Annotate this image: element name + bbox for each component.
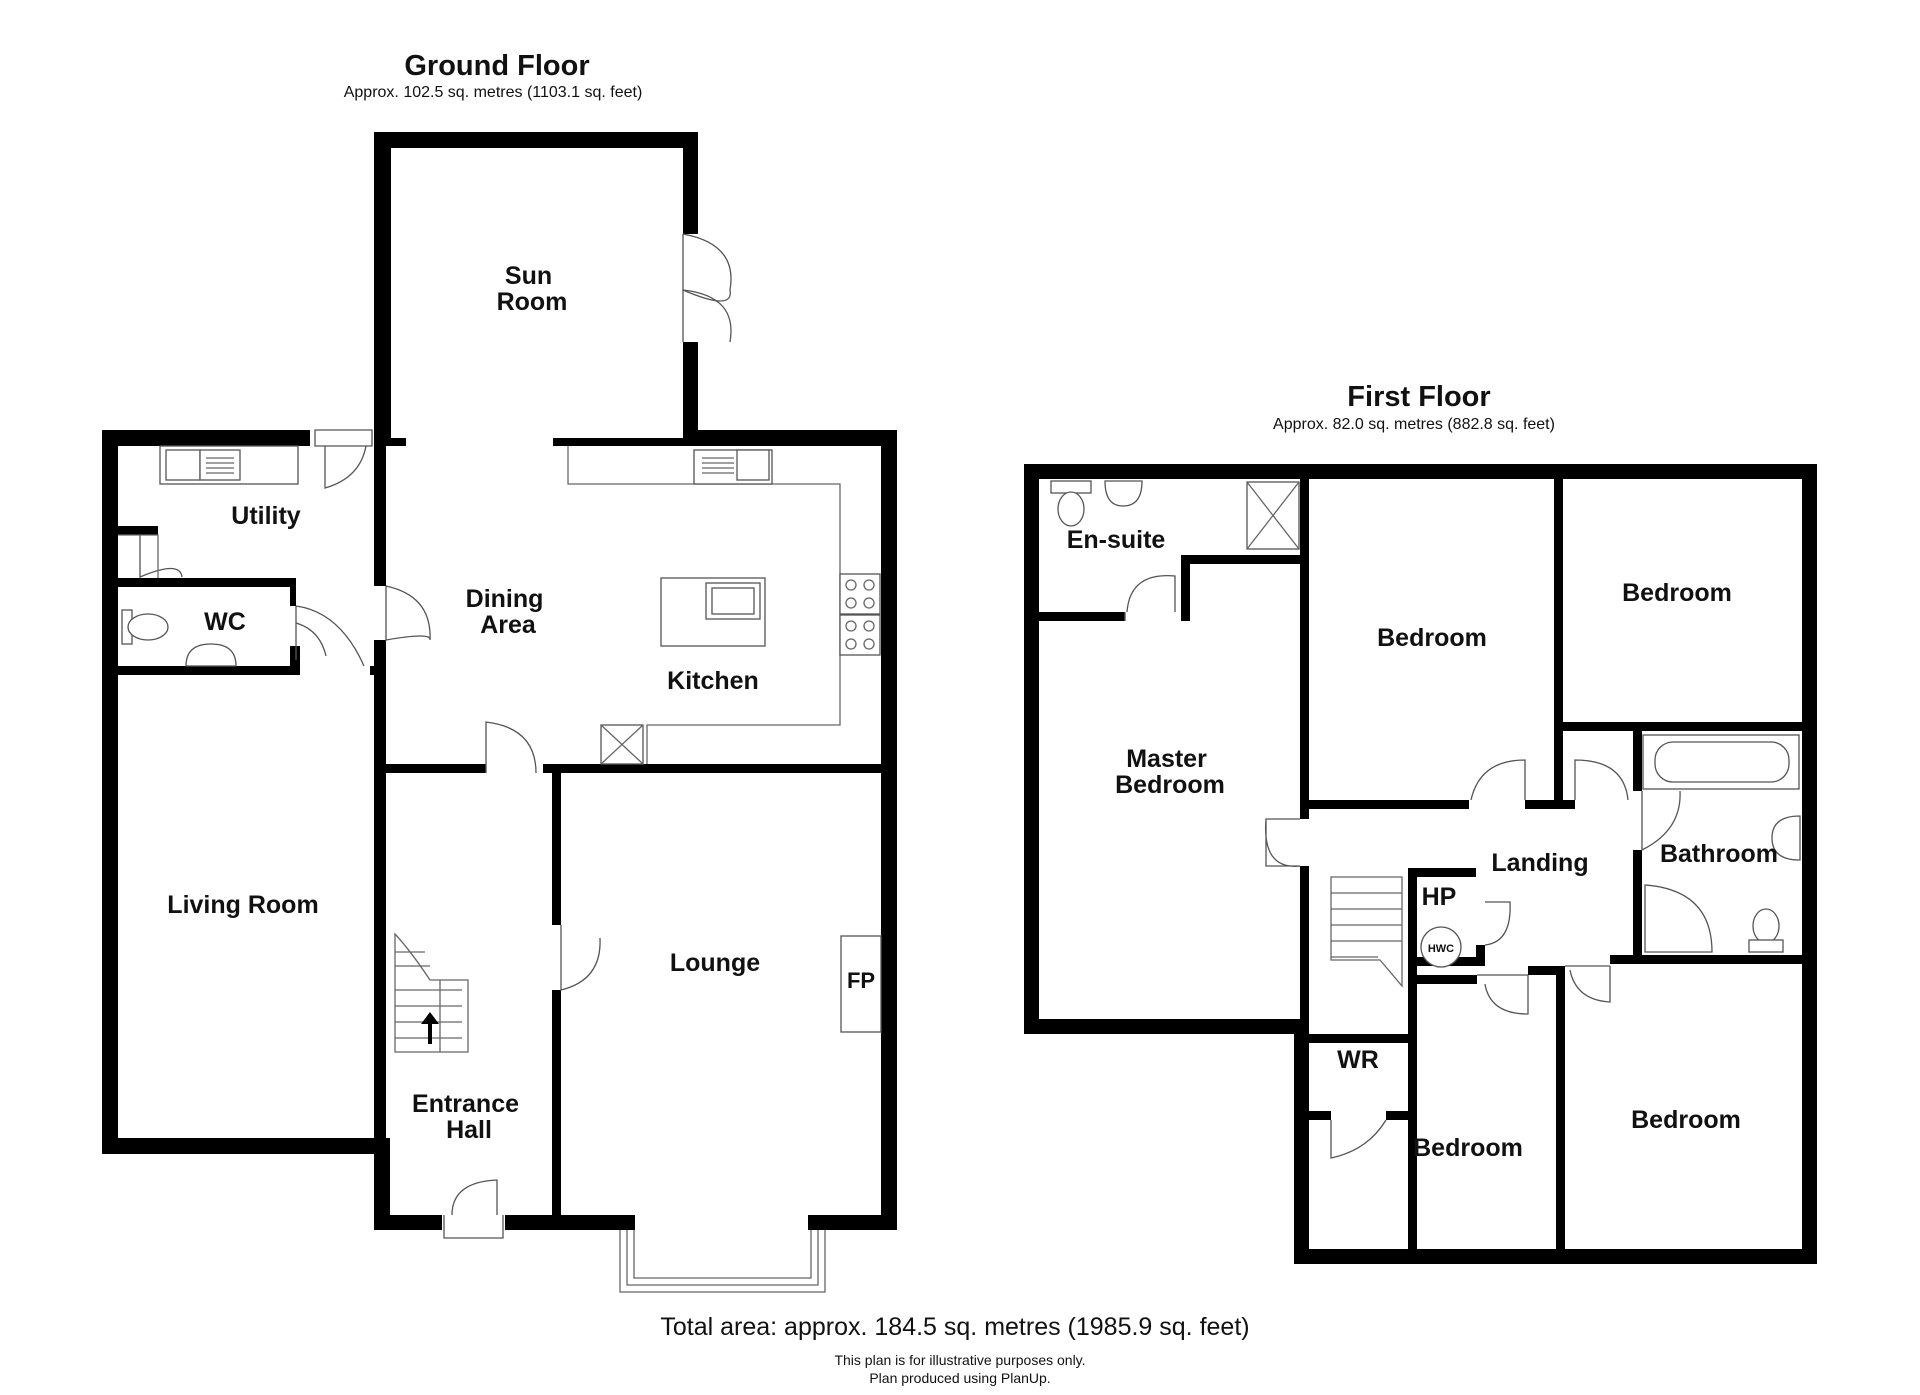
- ground-floor-area: Approx. 102.5 sq. metres (1103.1 sq. fee…: [344, 84, 643, 101]
- first-floor: First Floor Approx. 82.0 sq. metres (882…: [1024, 381, 1817, 1264]
- ground-floor-walls: [102, 132, 897, 1230]
- dining-area-label: Dining Area: [466, 585, 551, 639]
- total-area: Total area: approx. 184.5 sq. metres (19…: [660, 1313, 1249, 1341]
- first-floor-title: First Floor: [1347, 381, 1490, 413]
- plan-footer: Total area: approx. 184.5 sq. metres (19…: [660, 1313, 1249, 1386]
- kitchen-hob: [839, 573, 881, 615]
- hot-water-cylinder: [1420, 926, 1462, 968]
- bedroom-5-label: Bedroom: [1631, 1106, 1741, 1134]
- utility-label: Utility: [231, 502, 301, 530]
- first-floor-area: Approx. 82.0 sq. metres (882.8 sq. feet): [1273, 416, 1555, 433]
- landing-label: Landing: [1491, 849, 1588, 877]
- disclaimer: This plan is for illustrative purposes o…: [834, 1352, 1085, 1368]
- kitchen-sink: [736, 449, 770, 481]
- wc-label: WC: [204, 608, 246, 636]
- bathroom-basin: [1771, 815, 1801, 861]
- utility-sink: [165, 449, 201, 481]
- first-floor-labels: En-suite Bedroom Bedroom Master Bedroom …: [1067, 526, 1778, 1162]
- landing-stairs: [1330, 876, 1403, 988]
- wr-label: WR: [1337, 1046, 1379, 1074]
- lounge-fireplace: [840, 935, 882, 1033]
- master-bedroom-label: Master Bedroom: [1115, 745, 1225, 799]
- en-suite-basin: [1104, 480, 1143, 507]
- entrance-hall-label: Entrance Hall: [412, 1090, 526, 1144]
- kitchen-label: Kitchen: [667, 667, 759, 695]
- wc-basin: [185, 643, 237, 667]
- bedroom-3-label: Bedroom: [1622, 579, 1732, 607]
- en-suite-label: En-suite: [1067, 526, 1166, 554]
- ground-floor-labels: Sun Room Utility WC Dining Area Kitchen …: [167, 262, 875, 1144]
- bedroom-4-label: Bedroom: [1413, 1134, 1523, 1162]
- lounge-bay-window: [619, 1230, 826, 1293]
- sun-room-label: Sun Room: [497, 262, 568, 316]
- living-room-label: Living Room: [167, 891, 318, 919]
- bathroom-label: Bathroom: [1660, 840, 1778, 868]
- lounge-label: Lounge: [670, 949, 760, 977]
- credit: Plan produced using PlanUp.: [869, 1370, 1050, 1386]
- ground-floor-doors: [139, 233, 732, 1239]
- wc-toilet: [127, 613, 169, 641]
- bathroom-toilet: [1752, 908, 1780, 944]
- bathroom-shower: [1644, 884, 1713, 953]
- hwc-label: HWC: [1428, 943, 1454, 955]
- fireplace-label: FP: [847, 968, 875, 993]
- first-floor-doors: [1124, 575, 1681, 1159]
- ground-floor-title: Ground Floor: [404, 50, 589, 82]
- ground-floor-fixtures: [118, 445, 882, 1053]
- ground-floor: Ground Floor Approx. 102.5 sq. metres (1…: [102, 50, 897, 1293]
- hp-label: HP: [1422, 883, 1457, 911]
- en-suite-toilet: [1057, 491, 1085, 527]
- bedroom-2-label: Bedroom: [1377, 624, 1487, 652]
- first-floor-fixtures: [1050, 480, 1801, 988]
